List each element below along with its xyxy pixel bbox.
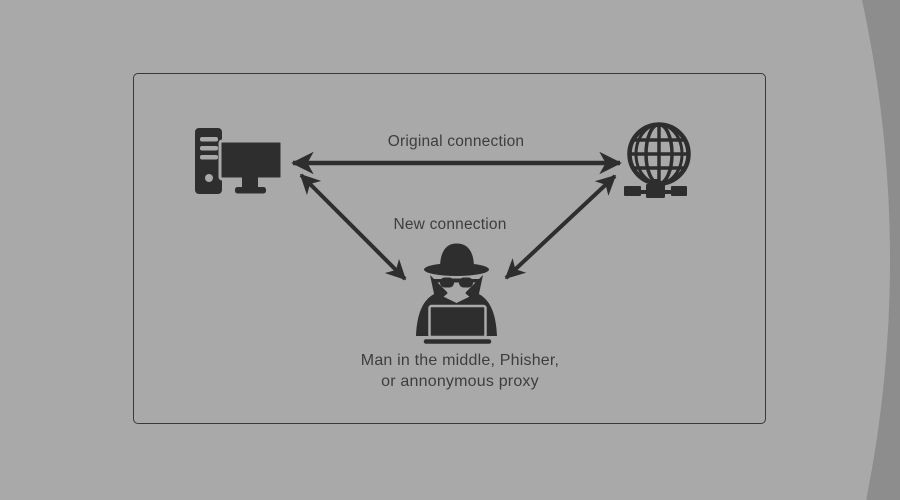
desktop-computer-icon: [195, 128, 284, 194]
caption-line-1: Man in the middle, Phisher,: [360, 352, 560, 369]
caption-attacker: Man in the middle, Phisher, or annonymou…: [315, 350, 605, 392]
label-original-connection: Original connection: [387, 133, 525, 150]
diagram-frame: [133, 73, 766, 424]
label-new-connection: New connection: [393, 216, 507, 233]
arrow-internet-to-attacker: [504, 174, 617, 280]
caption-line-2: or annonymous proxy: [381, 373, 539, 390]
arrow-client-to-attacker: [299, 173, 407, 281]
spy-hacker-icon: [416, 243, 497, 345]
globe-network-icon: [624, 122, 691, 198]
